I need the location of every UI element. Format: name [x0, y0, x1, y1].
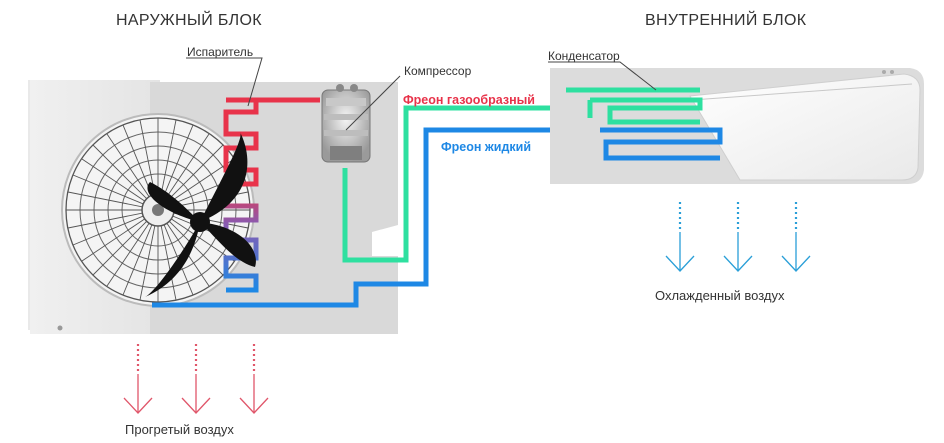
evaporator-leader — [186, 57, 263, 107]
condenser-coil — [566, 87, 723, 161]
leader-lines — [186, 57, 657, 131]
arrow-down-icon — [781, 202, 811, 272]
compressor-label: Компрессор — [404, 64, 472, 78]
arrow-down-icon — [723, 202, 753, 272]
arrow-down-icon — [181, 344, 211, 414]
liquid-freon-label: Фреон жидкий — [441, 140, 532, 154]
fan-icon — [61, 113, 255, 307]
evaporator-label: Испаритель — [187, 45, 254, 59]
condenser-label: Конденсатор — [548, 49, 620, 63]
cooled-air-label: Охлажденный воздух — [655, 288, 785, 303]
fan-blades — [145, 132, 256, 297]
arrow-down-icon — [665, 202, 695, 272]
heated-air-arrows — [123, 344, 269, 414]
arrow-down-icon — [239, 344, 269, 414]
indoor-unit-body — [689, 73, 921, 181]
indicator-icon — [882, 70, 886, 74]
indoor-unit-title: ВНУТРЕННИЙ БЛОК — [645, 12, 807, 29]
outdoor-unit-title: НАРУЖНЫЙ БЛОК — [116, 12, 262, 29]
screw-icon — [57, 325, 63, 331]
cooled-air-arrows — [665, 202, 811, 272]
compressor-leader — [345, 75, 401, 131]
gas-freon-label: Фреон газообразный — [403, 93, 535, 107]
heated-air-label: Прогретый воздух — [125, 422, 234, 437]
condenser-leader — [548, 61, 657, 91]
compressor-icon — [321, 84, 371, 163]
arrow-down-icon — [123, 344, 153, 414]
fan-axle — [152, 204, 164, 216]
indoor-unit — [550, 68, 924, 184]
